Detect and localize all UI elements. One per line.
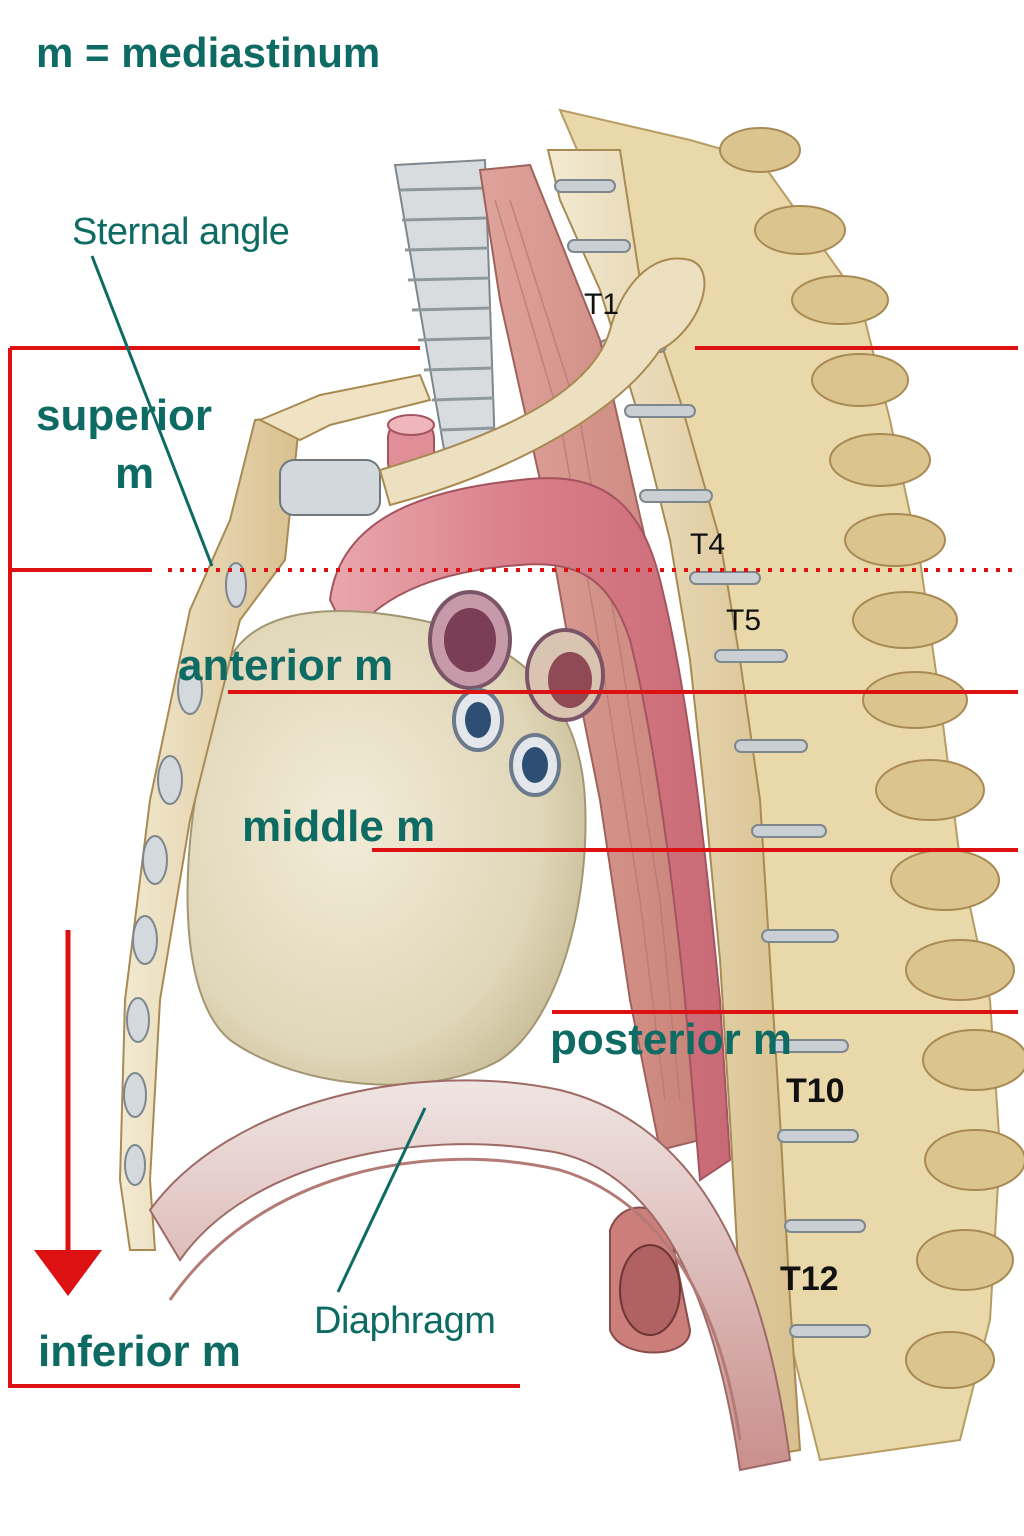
heart	[186, 590, 605, 1086]
downward-arrow-head	[34, 1250, 102, 1296]
diaphragm-pointer	[336, 1107, 427, 1293]
posterior-mediastinum-label: posterior m	[550, 1015, 793, 1064]
vertebra-label-t12: T12	[780, 1260, 839, 1298]
diaphragm-muscle	[148, 1079, 792, 1472]
mediastinum-boundaries	[8, 346, 1018, 1388]
middle-mediastinum-label: middle m	[242, 802, 436, 851]
superior-mediastinum-label-m: m	[115, 449, 155, 498]
vertebra-label-t1: T1	[584, 288, 620, 321]
sternal-angle-pointer	[90, 255, 214, 567]
vertebra-label-t4: T4	[690, 528, 726, 561]
diagram-title: m = mediastinum	[36, 29, 381, 76]
inferior-mediastinum-label: inferior m	[38, 1327, 241, 1376]
vertebra-label-t5: T5	[726, 604, 762, 637]
vertebral-column	[546, 108, 1024, 1462]
sternum-and-costal-cartilages	[118, 257, 706, 1251]
trachea	[393, 158, 497, 457]
superior-mediastinum-label: superior	[36, 391, 213, 440]
vertebra-label-t10: T10	[786, 1072, 845, 1110]
sternal-angle-label: Sternal angle	[72, 211, 290, 253]
label-pointers	[90, 255, 427, 1293]
anterior-mediastinum-label: anterior m	[178, 641, 394, 690]
diaphragm-label: Diaphragm	[314, 1300, 496, 1342]
